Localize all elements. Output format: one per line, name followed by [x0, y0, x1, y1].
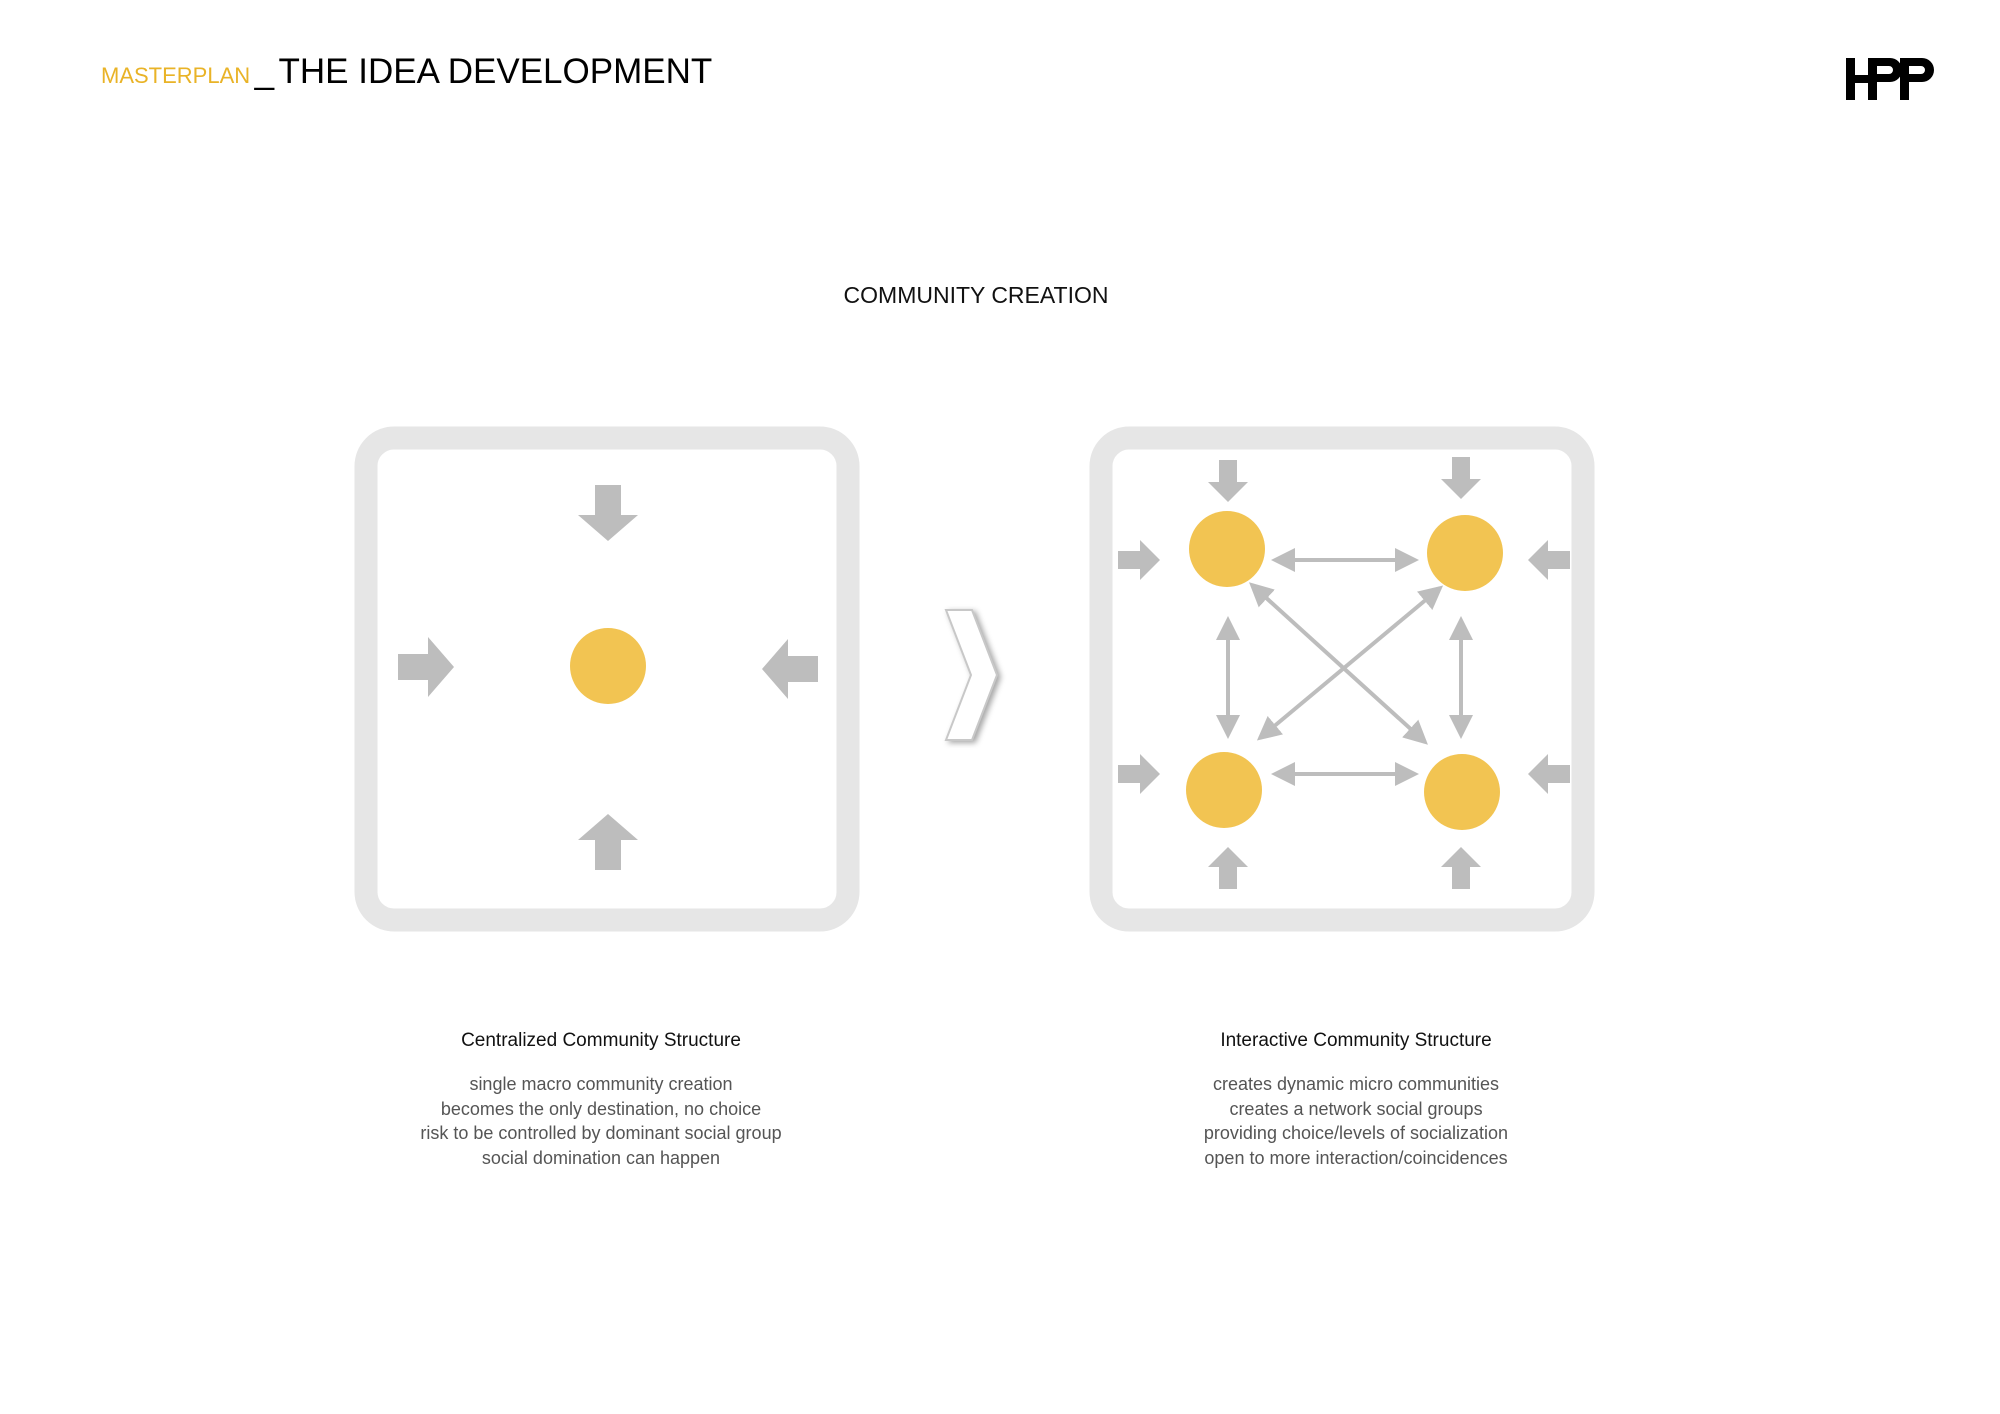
separator: _: [254, 52, 275, 91]
page-title: THE IDEA DEVELOPMENT: [278, 52, 713, 91]
micro-community-node: [1189, 511, 1265, 587]
arrow-right-icon: [1118, 754, 1160, 794]
caption-heading: Centralized Community Structure: [461, 1030, 741, 1051]
micro-community-node: [1424, 754, 1500, 830]
centralized-caption: Centralized Community Structure single m…: [301, 1030, 901, 1170]
caption-line: providing choice/levels of socialization: [1203, 1123, 1509, 1143]
arrow-up-icon: [1208, 847, 1248, 889]
arrow-left-icon: [762, 639, 818, 699]
interactive-caption: Interactive Community Structure creates …: [1056, 1030, 1656, 1170]
connector-arrow: [1256, 585, 1444, 741]
micro-community-node: [1186, 752, 1262, 828]
caption-heading: Interactive Community Structure: [1220, 1030, 1492, 1051]
arrow-right-icon: [1118, 540, 1160, 580]
interactive-diagram: [1089, 426, 1595, 932]
caption-line: risk to be controlled by dominant social…: [420, 1123, 782, 1143]
caption-line: creates dynamic micro communities: [1212, 1074, 1500, 1094]
section-label: MASTERPLAN: [101, 63, 251, 88]
hpp-logo: [1846, 58, 1934, 100]
connector-arrow: [1249, 582, 1428, 745]
connections: [1216, 548, 1473, 786]
arrow-right-icon: [398, 637, 454, 697]
arrow-down-icon: [1441, 457, 1481, 499]
macro-community-node: [570, 628, 646, 704]
frame: [354, 426, 860, 932]
chevron-right-icon: [944, 609, 999, 741]
frame: [1089, 426, 1595, 932]
caption-line: social domination can happen: [481, 1147, 721, 1168]
caption-line: creates a network social groups: [1229, 1098, 1483, 1119]
caption-line: single macro community creation: [469, 1074, 733, 1094]
micro-community-node: [1427, 515, 1503, 591]
arrow-down-icon: [1208, 460, 1248, 502]
arrow-up-icon: [578, 814, 638, 870]
centralized-diagram: [354, 426, 860, 932]
caption-line: becomes the only destination, no choice: [440, 1098, 762, 1119]
diagram-title: COMMUNITY CREATION: [843, 282, 1109, 308]
arrow-left-icon: [1528, 754, 1570, 794]
arrow-left-icon: [1528, 540, 1570, 580]
arrow-up-icon: [1441, 847, 1481, 889]
page-header: MASTERPLAN _ THE IDEA DEVELOPMENT: [101, 52, 712, 92]
arrow-down-icon: [578, 485, 638, 541]
caption-line: open to more interaction/coincidences: [1204, 1147, 1508, 1168]
